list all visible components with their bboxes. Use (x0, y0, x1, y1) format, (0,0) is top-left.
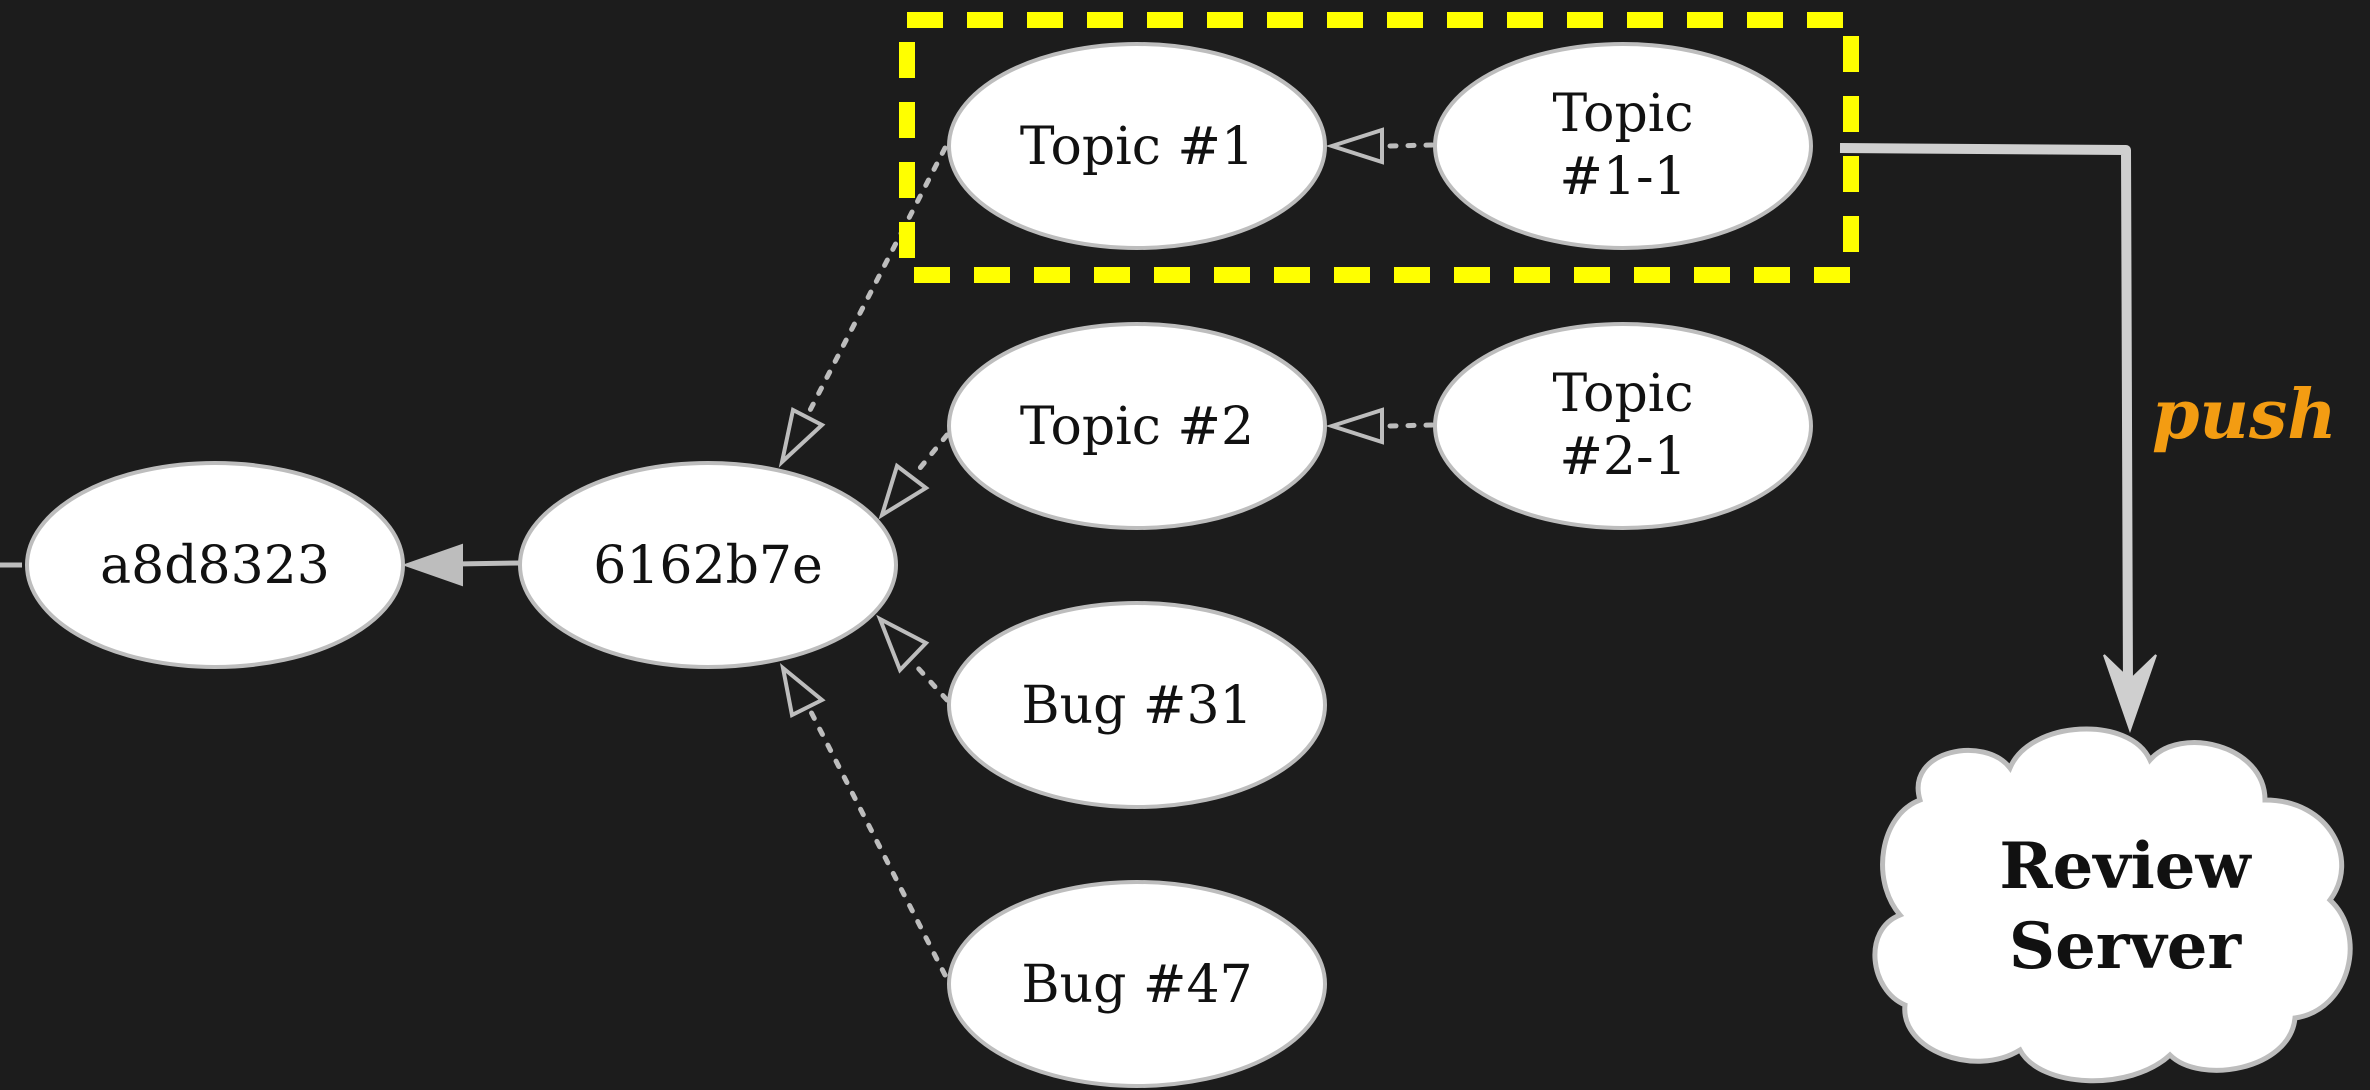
node-label: Topic #1 (1020, 117, 1254, 177)
edge-6162b7e-to-a8d8323 (454, 560, 521, 567)
push-arrowhead (2103, 654, 2157, 734)
arrowhead-bug31 (876, 614, 930, 674)
node-topic-2-1: Topic #2-1 (1433, 322, 1813, 530)
node-a8d8323: a8d8323 (25, 461, 405, 669)
node-topic-1-1: Topic #1-1 (1433, 42, 1813, 250)
node-shape (947, 601, 1327, 809)
node-label-line-1: Topic (1553, 84, 1694, 144)
cloud-label-line-2: Server (2009, 909, 2243, 984)
node-shape (1433, 42, 1813, 250)
node-bug-47: Bug #47 (947, 880, 1327, 1088)
cloud-label-line-1: Review (1999, 829, 2252, 904)
node-label: 6162b7e (593, 536, 822, 596)
edge-bug31-to-6162b7e (915, 665, 950, 703)
arrowhead-topic1-1 (1325, 127, 1384, 165)
node-shape (25, 461, 405, 669)
edge-topic1-1-to-topic1 (1387, 142, 1435, 149)
push-label: push (2152, 375, 2337, 455)
node-shape (518, 461, 898, 669)
node-label-line-1: Topic (1553, 364, 1694, 424)
node-label-line-2: #2-1 (1559, 427, 1686, 487)
node-bug-31: Bug #31 (947, 601, 1327, 809)
node-label: Topic #2 (1020, 397, 1254, 457)
arrowhead-topic2-1 (1325, 407, 1384, 445)
review-server-cloud: Review Server (1872, 726, 2353, 1084)
arrowhead-to-a8d8323 (401, 543, 463, 587)
node-label: a8d8323 (100, 536, 330, 596)
edge-topic2-to-6162b7e (917, 432, 950, 471)
node-6162b7e: 6162b7e (518, 461, 898, 669)
node-label-line-2: #1-1 (1559, 147, 1686, 207)
push-line (1839, 143, 2133, 691)
node-shape (947, 42, 1327, 250)
node-shape (947, 880, 1327, 1088)
arrowhead-bug47 (779, 662, 826, 718)
node-shape (947, 322, 1327, 530)
node-topic-2: Topic #2 (947, 322, 1327, 530)
push-connector: push (1839, 143, 2337, 734)
arrowhead-topic2 (878, 462, 930, 520)
cloud-icon (1872, 726, 2353, 1084)
edges (0, 127, 1435, 978)
edge-topic2-1-to-topic2 (1387, 422, 1435, 429)
edge-bug47-to-6162b7e (807, 707, 948, 978)
node-topic-1: Topic #1 (947, 42, 1327, 250)
node-label: Bug #31 (1021, 676, 1252, 736)
node-label: Bug #47 (1021, 955, 1252, 1015)
node-shape (1433, 322, 1813, 530)
edge-topic1-to-6162b7e (802, 145, 948, 423)
arrowhead-topic1 (778, 407, 826, 468)
